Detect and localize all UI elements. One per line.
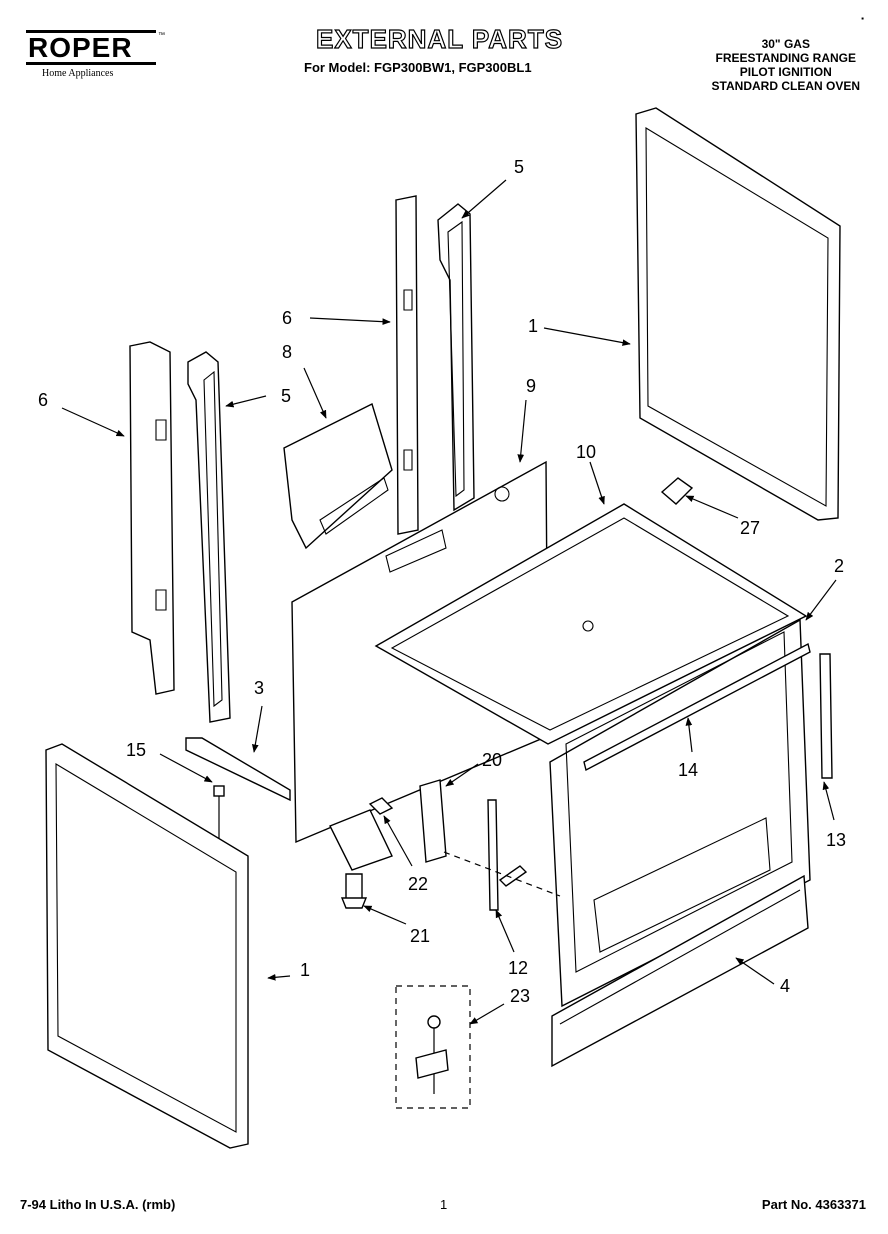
page-title: EXTERNAL PARTS (315, 23, 564, 54)
trademark-mark: ™ (158, 32, 165, 39)
anti-tip-kit (395, 985, 471, 1109)
callout-10: 10 (576, 442, 596, 462)
burner-knob (660, 477, 694, 505)
burner-orifice (368, 797, 394, 815)
callout-20: 20 (482, 750, 502, 770)
callout-27: 27 (740, 518, 760, 538)
callout-22: 22 (408, 874, 428, 894)
callout-21: 21 (410, 926, 430, 946)
latch-bracket (487, 799, 528, 911)
product-line: 30" GAS (761, 37, 810, 51)
callout-6-left: 6 (38, 390, 48, 410)
callout-15: 15 (126, 740, 146, 760)
callout-9: 9 (526, 376, 536, 396)
brand-subtitle: Home Appliances (42, 68, 114, 79)
product-description: 30" GAS FREESTANDING RANGE PILOT IGNITIO… (712, 37, 860, 93)
callout-5-left: 5 (281, 386, 291, 406)
page-number: 1 (440, 1197, 448, 1212)
model-line: For Model: FGP300BW1, FGP300BL1 (304, 60, 532, 75)
side-trim-strip (819, 653, 833, 779)
callout-1-top: 1 (528, 316, 538, 336)
cooktop-panel (374, 503, 808, 745)
corner-mark: ▪ (861, 14, 864, 23)
litho-note: 7-94 Litho In U.S.A. (rmb) (20, 1197, 176, 1212)
callout-2: 2 (834, 556, 844, 576)
callout-8: 8 (282, 342, 292, 362)
spring-clip (419, 779, 447, 863)
callout-14: 14 (678, 760, 698, 780)
side-panel-left (45, 743, 249, 1149)
front-frame-upright-center (395, 195, 419, 535)
product-line: STANDARD CLEAN OVEN (711, 79, 860, 93)
toe-kick-panel (551, 874, 809, 1068)
leveling-leg (340, 873, 368, 909)
base-channel (329, 809, 393, 871)
screw (213, 785, 225, 842)
front-frame-upright-left (129, 341, 175, 695)
side-panel-right (635, 107, 841, 521)
callout-1-bottom: 1 (300, 960, 310, 980)
brand-name: ROPER (26, 30, 156, 65)
oven-vent-duct (283, 403, 393, 550)
callout-6-center: 6 (282, 308, 292, 328)
alignment-line (443, 851, 561, 897)
part-number: Part No. 4363371 (761, 1197, 866, 1212)
callout-3: 3 (254, 678, 264, 698)
product-line: PILOT IGNITION (739, 65, 832, 79)
callout-13: 13 (826, 830, 846, 850)
callout-12: 12 (508, 958, 528, 978)
brand-logo: ROPER ™ Home Appliances (26, 30, 165, 79)
rear-frame-upright-right (437, 203, 475, 512)
callout-5-right: 5 (514, 157, 524, 177)
callout-23: 23 (510, 986, 530, 1006)
callout-4: 4 (780, 976, 790, 996)
rear-bracket (185, 737, 291, 802)
trim-strip (583, 642, 811, 772)
leader-lines (61, 179, 837, 1025)
rear-frame-upright-left (187, 351, 231, 723)
product-line: FREESTANDING RANGE (715, 51, 856, 65)
